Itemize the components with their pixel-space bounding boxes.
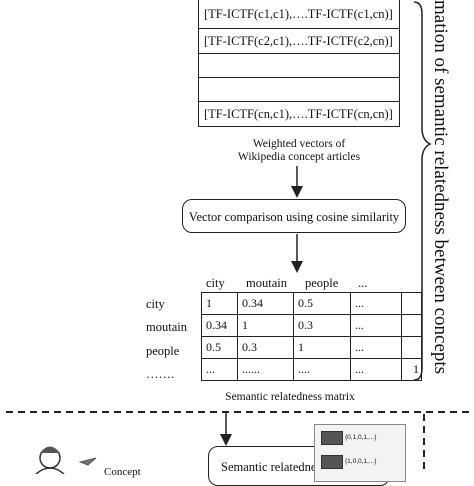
semantic-relatedness-matrix: 1 0.34 0.5 ... 0.34 1 0.3 ... 0.5 0.3 1 … [201, 292, 422, 381]
matrix-cell: 1 [401, 358, 422, 381]
matrix-cell: 0.3 [293, 314, 351, 337]
image-thumbnail [321, 455, 343, 469]
person-figure-icon [35, 446, 65, 474]
matrix-row-people: people [146, 344, 180, 358]
matrix-row-city: city [146, 297, 165, 311]
matrix-cell: 1 [237, 314, 294, 337]
thumbnail-vector-label: {1,0,0,1,...} [345, 458, 377, 465]
concept-label: Concept [104, 466, 141, 478]
matrix-col-moutain: moutain [246, 276, 287, 290]
matrix-cell: ...... [237, 358, 294, 381]
vector-row-cn: [TF-ICTF(cn,c1),….TF-ICTF(cn,cn)] [199, 101, 399, 126]
matrix-cell: 1 [293, 336, 351, 359]
matrix-cell: 1 [201, 292, 238, 315]
image-thumbnail-panel: {0,1,0,1,...} {1,0,0,1,...} [314, 424, 406, 482]
cosine-similarity-box: Vector comparison using cosine similarit… [182, 199, 406, 233]
matrix-cell [401, 336, 422, 359]
matrix-cell: ... [350, 292, 402, 315]
matrix-cell: ... [350, 314, 402, 337]
matrix-col-people: people [305, 276, 339, 290]
thumbnail-vector-label: {0,1,0,1,...} [345, 434, 377, 441]
matrix-cell: 0.5 [293, 292, 351, 315]
matrix-cell: 0.5 [201, 336, 238, 359]
table-row: ... ...... .... ... 1 [201, 358, 422, 381]
table-row: 0.5 0.3 1 ... [201, 336, 422, 359]
vector-row-empty [199, 53, 399, 77]
curly-brace [413, 1, 432, 381]
matrix-cell [401, 292, 422, 315]
matrix-cell: 0.3 [237, 336, 294, 359]
side-title: mation of semantic relatedness between c… [430, 0, 451, 375]
table-row: 0.34 1 0.3 ... [201, 314, 422, 337]
matrix-cell: ... [350, 336, 402, 359]
vector-row-empty [199, 77, 399, 101]
vectors-caption: Weighted vectors of Wikipedia concept ar… [237, 138, 361, 163]
connector-lines [6, 1, 474, 474]
matrix-row-moutain: moutain [146, 320, 187, 334]
matrix-col-city: city [206, 276, 225, 290]
matrix-row-more: ……. [146, 367, 175, 381]
vector-row-c1: [TF-ICTF(c1,c1),….TF-ICTF(c1,cn)] [204, 7, 393, 21]
matrix-cell: .... [293, 358, 351, 381]
paper-plane-icon [78, 457, 97, 466]
image-thumbnail [321, 431, 343, 445]
matrix-col-more: ... [358, 276, 368, 290]
matrix-cell: 0.34 [237, 292, 294, 315]
vector-row-c2: [TF-ICTF(c2,c1),….TF-ICTF(c2,cn)] [199, 28, 399, 53]
matrix-cell [401, 314, 422, 337]
matrix-cell: ... [350, 358, 402, 381]
weighted-vector-stack: [TF-ICTF(c1,c1),….TF-ICTF(c1,cn)] [TF-IC… [198, 0, 400, 127]
matrix-cell: ... [201, 358, 238, 381]
matrix-cell: 0.34 [201, 314, 238, 337]
matrix-caption: Semantic relatedness matrix [225, 391, 355, 403]
table-row: 1 0.34 0.5 ... [201, 292, 422, 315]
